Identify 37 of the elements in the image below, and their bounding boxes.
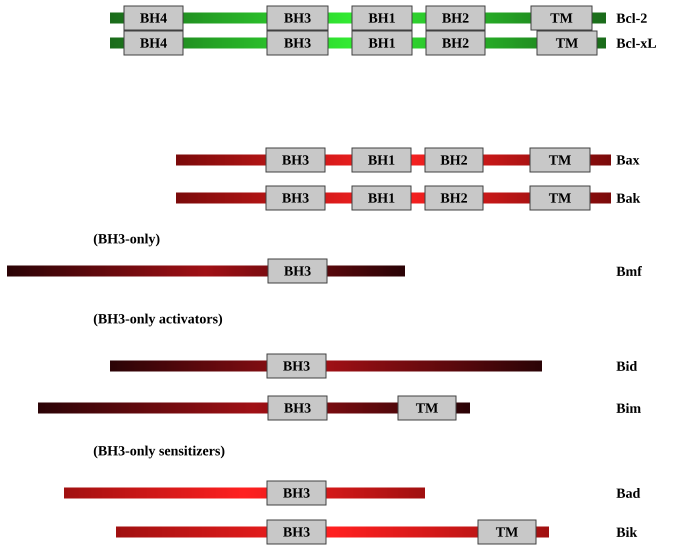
domain-box: TM [530,6,592,30]
group-heading: (BH3-only) [94,234,160,246]
domain-box: TM [536,30,598,56]
domain-box: TM [398,396,456,420]
group-heading: (BH3-only sensitizers) [94,446,224,458]
domain-box: BH1 [352,30,412,56]
domain-box: BH1 [352,148,412,172]
domain-box: BH4 [124,6,184,30]
protein-name: Bcl-2 [616,13,647,23]
domain-box: BH2 [424,186,484,210]
domain-box: TM [530,148,590,172]
domain-box: BH1 [352,186,412,210]
group-heading: (BH3-only activators) [94,314,222,326]
domain-box: BH3 [266,480,326,506]
domain-box: TM [478,520,536,544]
domain-box: BH3 [266,30,328,56]
domain-box: BH3 [268,396,328,420]
protein-name: Bad [616,488,640,498]
domain-box: BH3 [266,520,326,544]
protein-name: Bcl-xL [616,38,656,48]
protein-name: Bim [616,403,641,413]
domain-box: BH2 [424,148,484,172]
domain-box: BH1 [352,6,412,30]
protein-name: Bak [616,193,640,203]
domain-box: TM [530,186,590,210]
domain-box: BH2 [426,6,486,30]
protein-name: Bmf [616,266,642,276]
protein-name: Bik [616,527,638,537]
domain-box: BH2 [426,30,486,56]
protein-name: Bid [616,361,638,371]
domain-box: BH3 [268,258,328,284]
domain-box: BH3 [266,354,326,378]
domain-box: BH3 [266,6,328,30]
protein-name: Bax [616,155,640,165]
domain-box: BH3 [266,186,326,210]
domain-box: BH3 [266,148,326,172]
domain-box: BH4 [124,30,184,56]
